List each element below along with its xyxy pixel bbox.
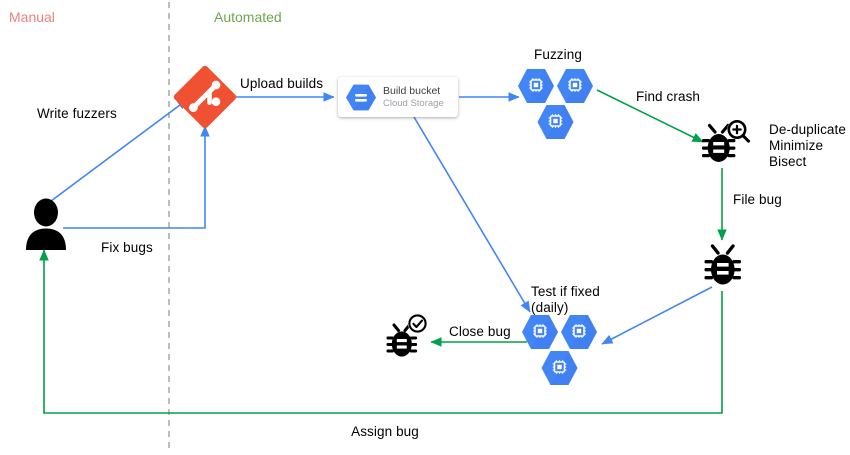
node-label-fuzzing: Fuzzing (534, 47, 582, 62)
triage-label-deduplicate: De-duplicate (769, 122, 846, 137)
node-label-test-if-fixed-daily: (daily) (531, 300, 569, 315)
fuzzing-cluster (518, 68, 598, 140)
developer-person-icon (24, 198, 68, 250)
edge-label-write-fuzzers: Write fuzzers (37, 106, 117, 121)
triage-label-minimize: Minimize (769, 138, 824, 153)
zone-label-manual: Manual (9, 9, 55, 25)
build-bucket-title: Build bucket (383, 84, 441, 97)
bug-magnifier-icon (699, 118, 751, 168)
edge-write-fuzzers (46, 98, 189, 205)
triage-label-bisect: Bisect (769, 154, 807, 169)
bug-check-icon (383, 313, 431, 361)
build-bucket-card[interactable]: Build bucket Cloud Storage (338, 77, 458, 117)
edge-retest-bug (601, 286, 713, 345)
edge-label-upload-builds: Upload builds (240, 76, 324, 91)
edge-label-close-bug: Close bug (449, 324, 511, 339)
zone-label-automated: Automated (214, 9, 282, 25)
edge-label-assign-bug: Assign bug (351, 424, 419, 439)
test-if-fixed-cluster (522, 314, 602, 386)
node-label-test-if-fixed: Test if fixed (531, 284, 600, 299)
edge-label-find-crash: Find crash (636, 89, 701, 104)
edge-find-crash (596, 89, 704, 143)
edge-label-file-bug: File bug (733, 192, 782, 207)
bug-icon (700, 242, 746, 290)
build-bucket-subtitle: Cloud Storage (383, 97, 444, 109)
edge-label-fix-bugs: Fix bugs (101, 240, 153, 255)
cloud-storage-bucket-icon (346, 84, 376, 111)
edge-assign-bug (39, 249, 723, 414)
edge-fix-bugs (63, 125, 210, 229)
git-repository-icon (172, 64, 238, 130)
edge-test-if-fixed (413, 116, 531, 313)
